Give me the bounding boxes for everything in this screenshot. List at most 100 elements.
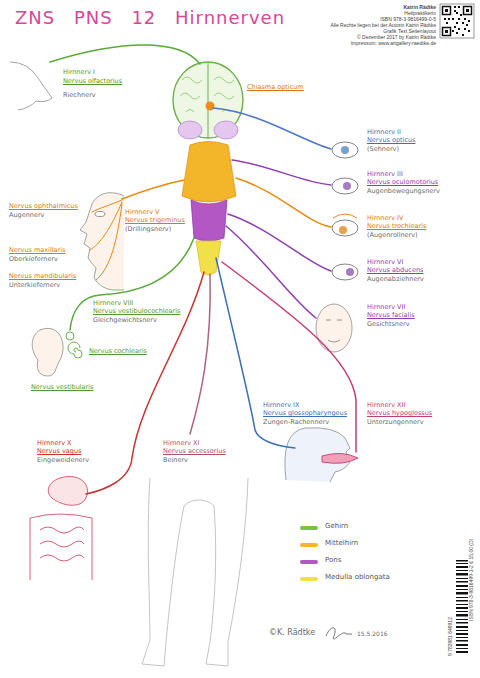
german-name: Unterkiefernerv xyxy=(8,282,61,289)
vagus-nerve xyxy=(86,272,204,494)
nerve-number: Hirnnerv VI xyxy=(366,259,404,266)
iris xyxy=(346,268,354,276)
nerves xyxy=(50,45,356,494)
cochlea-spiral xyxy=(68,342,82,358)
eye xyxy=(332,220,358,236)
copyright-line: © Dezember 2017 by Katrin Rädtke xyxy=(356,35,437,41)
eye xyxy=(332,264,358,280)
german-name: Riechnerv xyxy=(62,92,97,99)
german-name: Beinerv xyxy=(162,457,189,464)
body-outline xyxy=(142,478,248,666)
nerve-name: Nervus trigeminus xyxy=(124,217,186,224)
branch-name: Nervus vestibularis xyxy=(30,384,94,391)
iris xyxy=(343,182,351,190)
vestibulocochlear-nerve xyxy=(70,238,194,330)
nerve-name: Nervus trochlearis xyxy=(366,223,427,230)
eye-roll-arrow xyxy=(333,214,357,218)
nerve-number: Hirnnerv I xyxy=(62,69,96,76)
credits-line: Grafik Text Seitenlayout xyxy=(382,29,437,35)
copyright-note: ©K. Rädtke xyxy=(268,628,316,637)
trochlear-nerve xyxy=(236,178,331,227)
eye xyxy=(332,178,358,194)
nerve-name: Nervus facialis xyxy=(366,312,416,319)
face-features xyxy=(326,320,342,342)
german-name: (Sehnerv) xyxy=(366,146,400,153)
nerve-name: Nervus hypoglossus xyxy=(366,410,433,417)
isbn-text: ISBN 978-3-9816499-1-2 € 15,00 (D) xyxy=(469,538,475,622)
hip-line xyxy=(184,500,214,506)
face-eye xyxy=(95,212,105,217)
colon xyxy=(30,514,92,580)
poster-title: ZNS PNS 12 Hirnnerven xyxy=(14,8,286,29)
midbrain xyxy=(182,142,236,203)
brain xyxy=(173,62,243,139)
publisher-role: Heilpraktikerin xyxy=(403,11,437,17)
left-leg xyxy=(142,478,184,666)
nerve-number: Hirnnerv VIII xyxy=(92,300,134,307)
temporal-lobe xyxy=(178,121,202,139)
nerve-number: Hirnnerv V xyxy=(124,209,161,216)
medulla xyxy=(196,241,221,275)
gyri xyxy=(180,77,234,112)
german-name: Eingeweidenerv xyxy=(36,457,90,464)
date-note: 15.5.2016 xyxy=(356,631,389,638)
german-name: (Drillingsnerv) xyxy=(124,226,172,233)
nerve-name: Nervus glossopharyngeus xyxy=(262,410,348,417)
signature xyxy=(326,628,352,639)
trigeminal-nerve xyxy=(122,180,184,199)
barcode-digits: 9 783981 649912 xyxy=(448,616,454,657)
german-name: Augenabziehnerv xyxy=(366,276,425,283)
nerve-number: Hirnnerv VII xyxy=(366,304,406,311)
german-name: Oberkiefernerv xyxy=(8,256,59,263)
german-name: Gleichgewichtsnerv xyxy=(92,317,158,324)
ear xyxy=(32,328,63,376)
barcode-bars xyxy=(456,560,468,653)
legend-text: Medulla oblongata xyxy=(324,573,391,581)
iris xyxy=(341,146,349,154)
legend-swatch xyxy=(300,560,318,564)
chiasma-dot xyxy=(206,102,215,111)
nerve-name: Nervus vagus xyxy=(36,448,82,455)
nerve-name: Nervus accessorius xyxy=(162,448,227,455)
qr-modules xyxy=(444,6,470,36)
organs xyxy=(10,62,358,580)
small-intestine xyxy=(40,527,84,561)
branch-name: Nervus maxillaris xyxy=(8,247,66,254)
stomach xyxy=(48,476,87,505)
legend-swatch xyxy=(300,526,318,530)
legend-row: Gehirn xyxy=(300,522,420,536)
semicircular-canal xyxy=(66,332,74,340)
temporal-lobe xyxy=(214,121,238,139)
branch-name: Nervus cochlearis xyxy=(88,348,148,355)
branch-name: Nervus ophthalmicus xyxy=(8,203,79,210)
nerve-number: Hirnnerv III xyxy=(366,171,404,178)
left-face xyxy=(80,193,124,290)
imprint-line: Impressum: www.artgallery-raedtke.de xyxy=(350,41,437,47)
german-name: Zungen-Rachennerv xyxy=(262,419,330,426)
qr-frame xyxy=(440,4,474,38)
iris xyxy=(339,226,347,234)
legend-swatch xyxy=(300,577,318,581)
nerve-name: Nervus opticus xyxy=(366,137,417,144)
hypoglossal-nerve xyxy=(222,262,356,452)
nerve-number: Hirnnerv IV xyxy=(366,215,404,222)
brainstem xyxy=(182,142,236,276)
olfactory-nerve xyxy=(50,45,200,64)
nerve-number: Hirnnerv X xyxy=(36,440,73,447)
nerve-number: Hirnnerv IX xyxy=(262,402,300,409)
ophthalmic-branch xyxy=(92,200,122,212)
barcode xyxy=(456,560,468,653)
publisher-name: Katrin Rädtke xyxy=(402,5,437,11)
rights-note: Alle Rechte liegen bei der Autorin Katri… xyxy=(329,23,437,29)
qr-code xyxy=(440,4,474,38)
facial-nerve xyxy=(226,226,316,318)
right-leg xyxy=(206,478,248,666)
accessory-nerve xyxy=(190,274,210,434)
legend-row: Mittelhirn xyxy=(300,539,420,553)
nerve-number: Hirnnerv II xyxy=(366,129,402,136)
nose-profile xyxy=(10,62,52,110)
eyes xyxy=(332,142,358,280)
mandibular-branch xyxy=(96,204,122,280)
